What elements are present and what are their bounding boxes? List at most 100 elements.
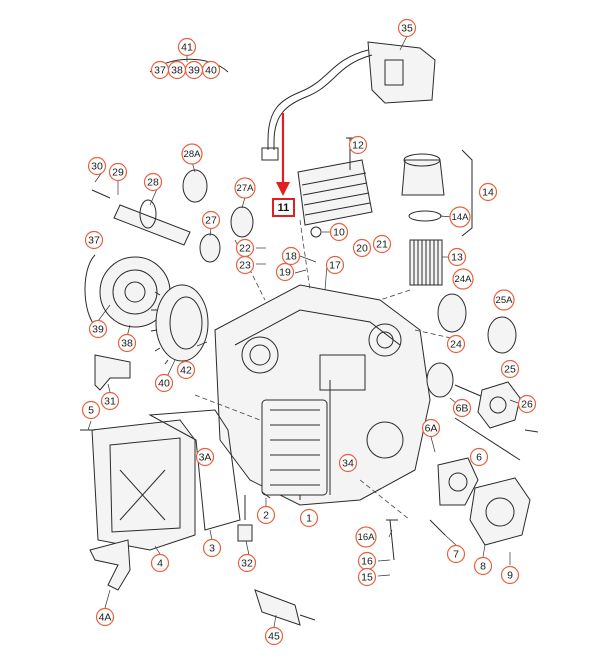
bracket-31: [94, 354, 131, 391]
callout-label: 6B: [456, 403, 469, 415]
callout-9[interactable]: 9: [500, 565, 520, 585]
callout-circle: [154, 373, 174, 393]
callout-3a[interactable]: 3A: [195, 447, 215, 467]
callout-40b[interactable]: 40: [154, 373, 174, 393]
callout-5[interactable]: 5: [81, 400, 101, 420]
callout-circle: [195, 447, 215, 467]
callout-41[interactable]: 41: [177, 37, 197, 57]
callout-circle: [275, 262, 295, 282]
callout-25a[interactable]: 25A: [493, 289, 515, 311]
callout-4[interactable]: 4: [150, 553, 170, 573]
callout-8[interactable]: 8: [473, 556, 493, 576]
callout-16[interactable]: 16: [357, 551, 377, 571]
callout-39a[interactable]: 39: [184, 60, 204, 80]
callout-1[interactable]: 1: [299, 508, 319, 528]
callout-4a[interactable]: 4A: [95, 607, 115, 627]
callout-30[interactable]: 30: [87, 156, 107, 176]
callout-6[interactable]: 6: [469, 447, 489, 467]
valve-body: [261, 399, 328, 496]
callout-24[interactable]: 24: [446, 334, 466, 354]
callout-2[interactable]: 2: [256, 505, 276, 525]
callout-label: 38: [171, 65, 183, 77]
callout-14a[interactable]: 14A: [449, 206, 471, 228]
callout-label: 27: [205, 215, 217, 227]
callout-20[interactable]: 20: [352, 238, 372, 258]
callout-13[interactable]: 13: [447, 247, 467, 267]
callout-45[interactable]: 45: [264, 626, 284, 646]
callout-37b[interactable]: 37: [84, 230, 104, 250]
callout-38b[interactable]: 38: [117, 333, 137, 353]
callout-27a[interactable]: 27A: [234, 177, 256, 199]
callout-circle: [517, 394, 537, 414]
callout-37[interactable]: 37: [150, 60, 170, 80]
gasket: [148, 409, 241, 531]
callout-24a[interactable]: 24A: [452, 268, 474, 290]
callout-circle: [234, 177, 256, 199]
callout-22[interactable]: 22: [235, 238, 255, 258]
callout-circle: [108, 162, 128, 182]
callout-15[interactable]: 15: [357, 567, 377, 587]
callout-circle: [264, 626, 284, 646]
callout-35[interactable]: 35: [397, 18, 417, 38]
callout-29[interactable]: 29: [108, 162, 128, 182]
callout-circle: [100, 391, 120, 411]
red-arrow-head: [276, 182, 290, 196]
callout-label: 25: [504, 364, 516, 376]
callout-circle: [237, 553, 257, 573]
callout-circle: [348, 135, 368, 155]
callout-6b[interactable]: 6B: [452, 398, 472, 418]
callout-32[interactable]: 32: [237, 553, 257, 573]
callout-21[interactable]: 21: [372, 234, 392, 254]
callout-16a[interactable]: 16A: [355, 526, 377, 548]
callout-label: 21: [376, 239, 388, 251]
callout-label: 6: [476, 452, 482, 464]
callout-label: 40: [205, 65, 217, 77]
callout-42[interactable]: 42: [176, 360, 196, 380]
callout-25[interactable]: 25: [500, 359, 520, 379]
callout-23[interactable]: 23: [235, 255, 255, 275]
callout-28[interactable]: 28: [143, 172, 163, 192]
highlighted-part-marker[interactable]: 11: [272, 113, 295, 217]
callout-39b[interactable]: 39: [88, 319, 108, 339]
callout-17[interactable]: 17: [325, 255, 345, 275]
callout-circle: [325, 255, 345, 275]
callout-label: 1: [306, 513, 312, 525]
callout-26[interactable]: 26: [517, 394, 537, 414]
callout-28a[interactable]: 28A: [181, 143, 203, 165]
callout-circle: [357, 567, 377, 587]
callout-label: 20: [356, 243, 368, 255]
callout-38[interactable]: 38: [167, 60, 187, 80]
callout-12[interactable]: 12: [348, 135, 368, 155]
callout-19[interactable]: 19: [275, 262, 295, 282]
callout-label: 5: [88, 405, 94, 417]
callout-circle: [500, 359, 520, 379]
callout-circle: [177, 37, 197, 57]
callout-6a[interactable]: 6A: [421, 418, 441, 438]
callout-7[interactable]: 7: [446, 544, 466, 564]
callout-circle: [500, 565, 520, 585]
callout-label: 23: [239, 260, 251, 272]
callout-circle: [201, 60, 221, 80]
callout-label: 39: [92, 324, 104, 336]
callout-18[interactable]: 18: [281, 246, 301, 266]
callout-27[interactable]: 27: [201, 210, 221, 230]
callout-circle: [372, 234, 392, 254]
callout-label: 3: [209, 543, 215, 555]
callout-label: 27A: [237, 183, 255, 194]
callout-circle: [150, 553, 170, 573]
callout-label: 39: [188, 65, 200, 77]
callout-circle: [299, 508, 319, 528]
callout-label: 28: [147, 177, 159, 189]
callout-14[interactable]: 14: [478, 182, 498, 202]
callout-3[interactable]: 3: [202, 538, 222, 558]
callout-10[interactable]: 10: [329, 222, 349, 242]
callout-circle: [452, 268, 474, 290]
oil-pan: [91, 419, 196, 551]
callout-label: 26: [521, 399, 533, 411]
callout-34[interactable]: 34: [338, 453, 358, 473]
callout-circle: [84, 230, 104, 250]
callout-31[interactable]: 31: [100, 391, 120, 411]
callout-circle: [281, 246, 301, 266]
drain-plug: [237, 524, 253, 542]
callout-40a[interactable]: 40: [201, 60, 221, 80]
